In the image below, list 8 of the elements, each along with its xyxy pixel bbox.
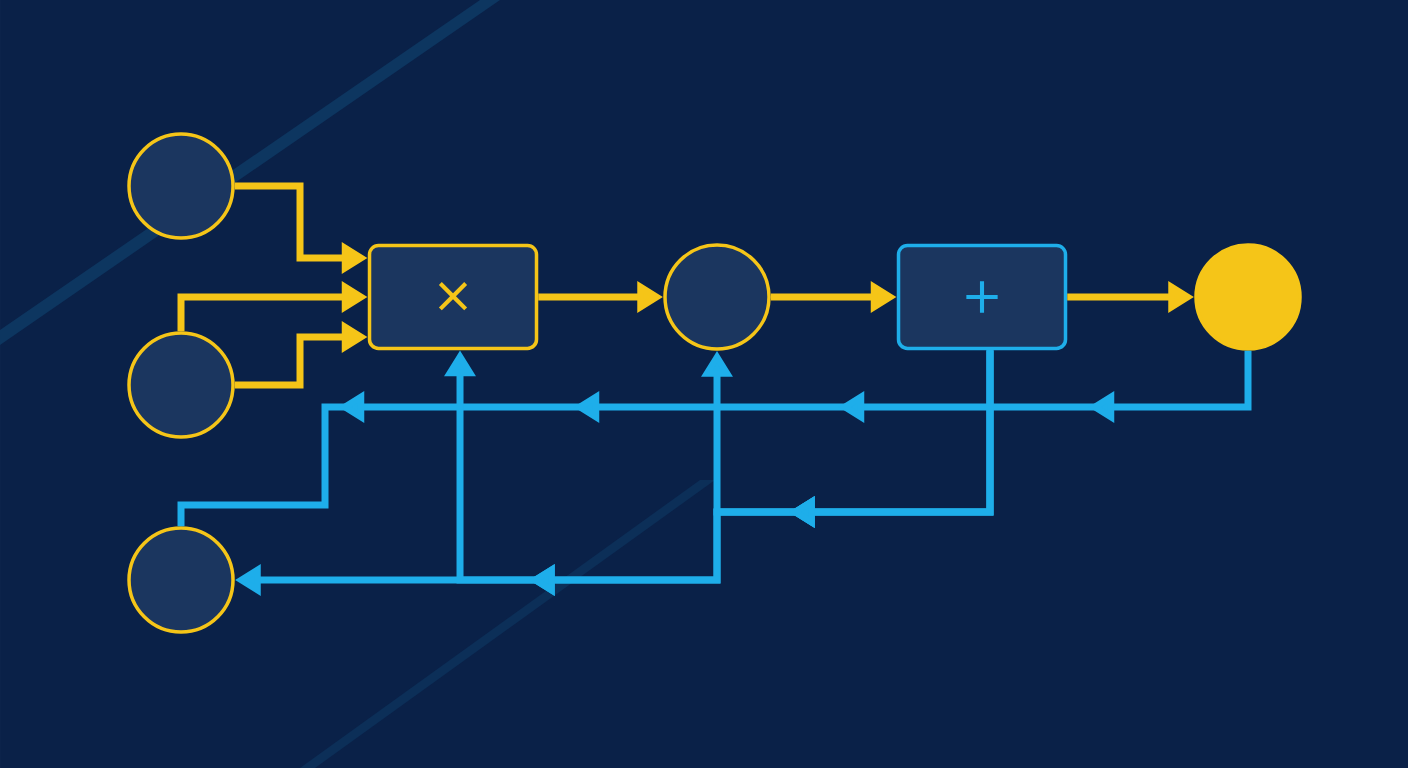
circle-node: [127, 331, 235, 439]
circle-node: [663, 243, 771, 351]
output-circle: [1194, 243, 1302, 351]
operation-box: +: [896, 243, 1068, 351]
circle-node: [127, 526, 235, 634]
circle-node: [127, 132, 235, 240]
operation-box: ×: [367, 243, 539, 351]
arrow: [177, 350, 1252, 527]
